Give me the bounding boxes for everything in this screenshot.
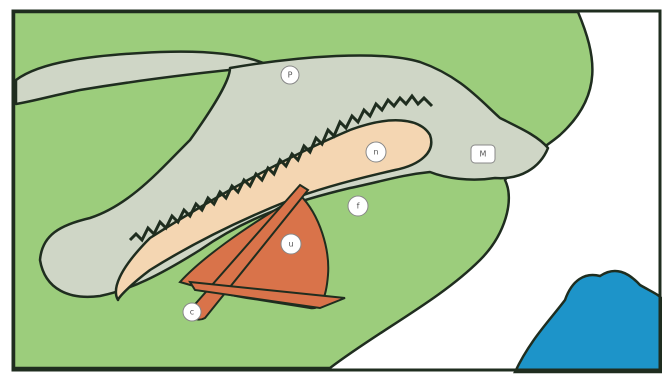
label-m-text: M bbox=[480, 150, 487, 159]
label-u-text: u bbox=[288, 240, 293, 249]
label-c: c bbox=[183, 303, 201, 321]
label-c-text: c bbox=[190, 308, 194, 317]
label-u: u bbox=[281, 234, 301, 254]
label-p-text: P bbox=[288, 71, 293, 80]
label-m: M bbox=[471, 145, 495, 163]
label-f: f bbox=[348, 196, 368, 216]
label-p: P bbox=[281, 66, 299, 84]
label-n: n bbox=[366, 142, 386, 162]
label-f-text: f bbox=[357, 202, 360, 211]
label-n-text: n bbox=[373, 148, 378, 157]
